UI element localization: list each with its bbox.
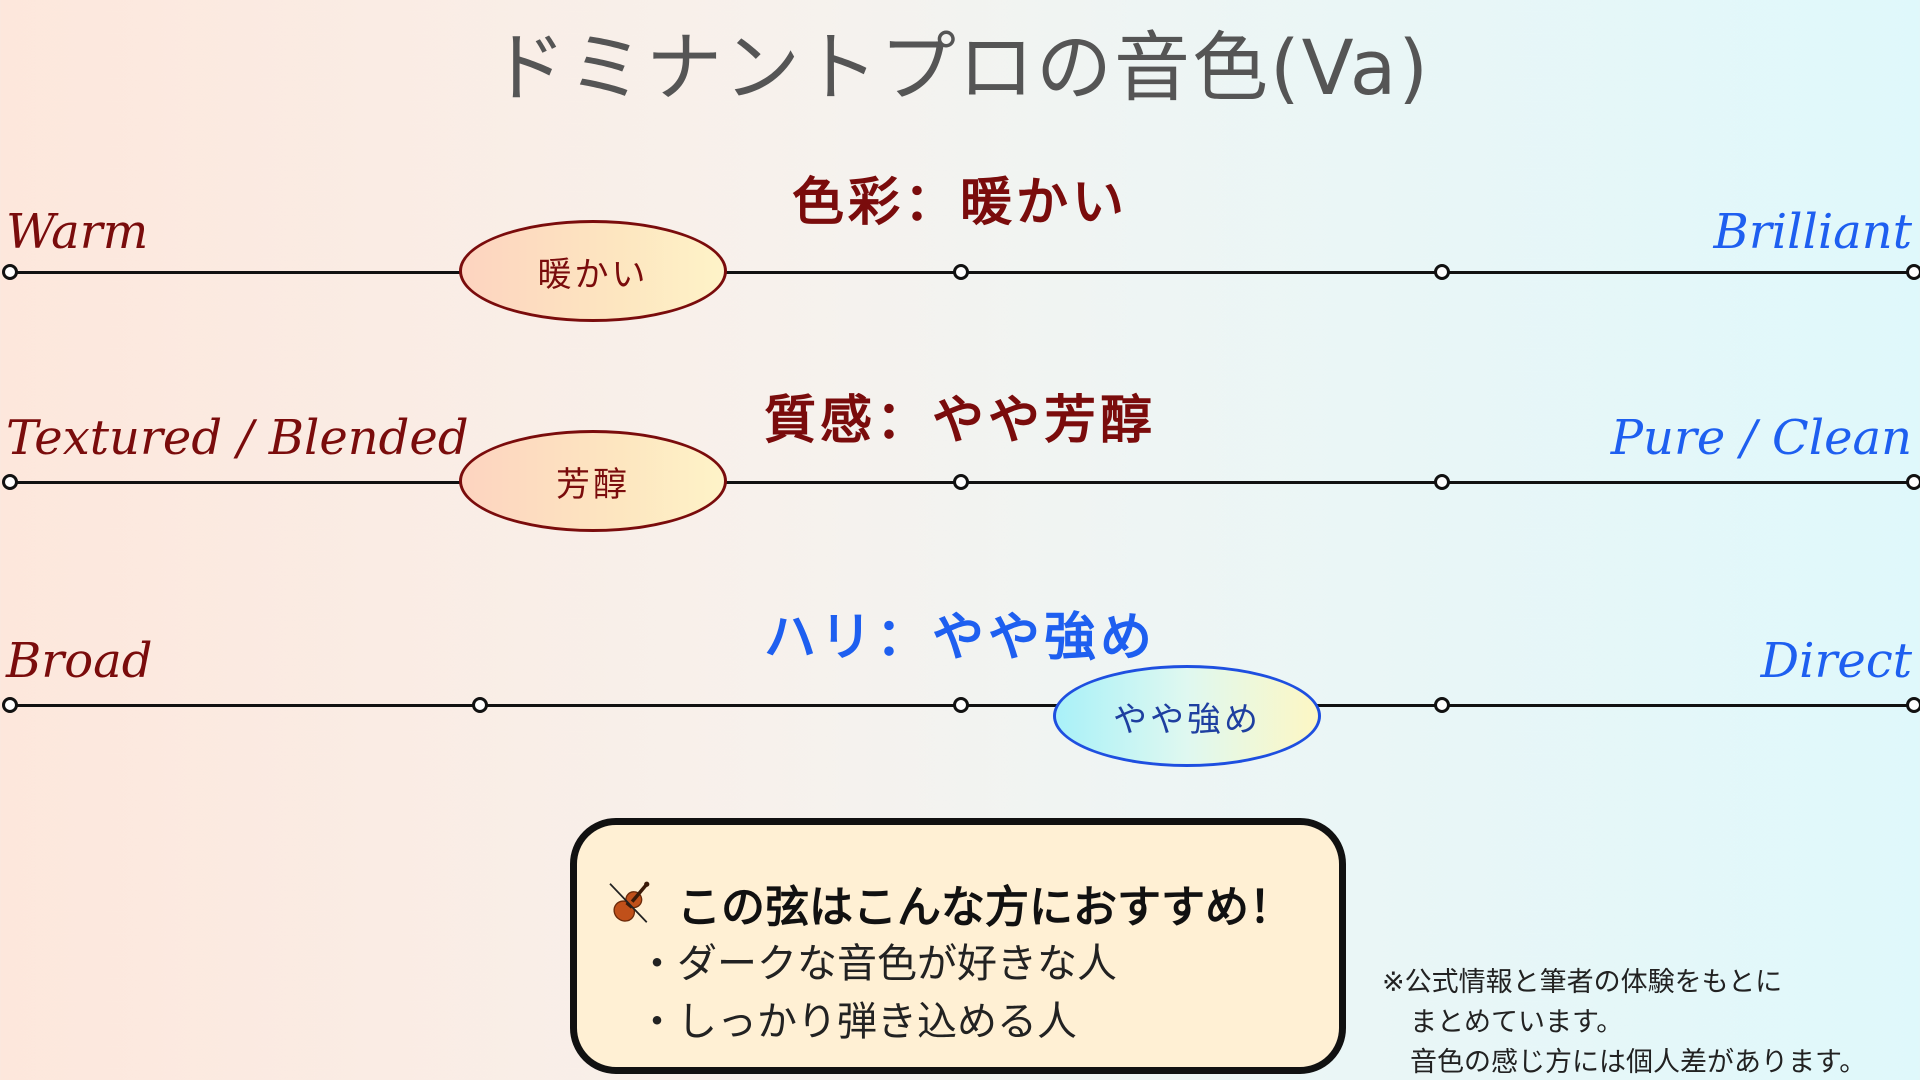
scale-marker: 暖かい [459, 220, 727, 322]
scale-tick [2, 264, 18, 280]
violin-icon [609, 881, 650, 923]
scale-tick [1906, 697, 1920, 713]
disclaimer-line: 音色の感じ方には個人差があります。 [1410, 1047, 1867, 1078]
scale-right-label: Pure / Clean [1610, 410, 1912, 466]
recommend-item: ・ダークな音色が好きな人 [637, 941, 1117, 987]
scale-heading: ハリ：やや強め [763, 608, 1156, 668]
scale-tick [953, 697, 969, 713]
recommend-box: この弦はこんな方におすすめ！ ・ダークな音色が好きな人 ・しっかり弾き込める人 [570, 818, 1346, 1074]
scale-tick [2, 697, 18, 713]
scale-heading: 質感：やや芳醇 [763, 391, 1156, 451]
disclaimer-line: まとめています。 [1410, 1007, 1624, 1038]
scale-left-label: Broad [6, 633, 153, 689]
scale-tick [2, 474, 18, 490]
scale-left-label: Warm [6, 204, 149, 260]
scale-right-label: Direct [1760, 633, 1912, 689]
tension-scale: ハリ：やや強め Broad Direct やや強め [0, 593, 1920, 793]
scale-tick [953, 264, 969, 280]
scale-tick [1906, 474, 1920, 490]
scale-left-label: Textured / Blended [6, 410, 469, 466]
scale-tick [1434, 474, 1450, 490]
color-scale: 色彩：暖かい Warm Brilliant 暖かい [0, 160, 1920, 360]
disclaimer-line: ※公式情報と筆者の体験をもとに [1382, 967, 1783, 998]
scale-heading: 色彩：暖かい [791, 173, 1128, 233]
recommend-title: この弦はこんな方におすすめ！ [677, 882, 1293, 933]
scale-tick [1434, 697, 1450, 713]
scale-tick [1434, 264, 1450, 280]
page-title: ドミナントプロの音色(Va) [490, 23, 1430, 112]
recommend-item: ・しっかり弾き込める人 [637, 999, 1077, 1045]
texture-scale: 質感：やや芳醇 Textured / Blended Pure / Clean … [0, 370, 1920, 570]
scale-tick [472, 697, 488, 713]
recommend-title-row: この弦はこんな方におすすめ！ [603, 871, 1293, 935]
scale-tick [953, 474, 969, 490]
scale-tick [1906, 264, 1920, 280]
scale-marker: やや強め [1053, 665, 1321, 767]
scale-marker: 芳醇 [459, 430, 727, 532]
scale-right-label: Brilliant [1713, 204, 1912, 260]
